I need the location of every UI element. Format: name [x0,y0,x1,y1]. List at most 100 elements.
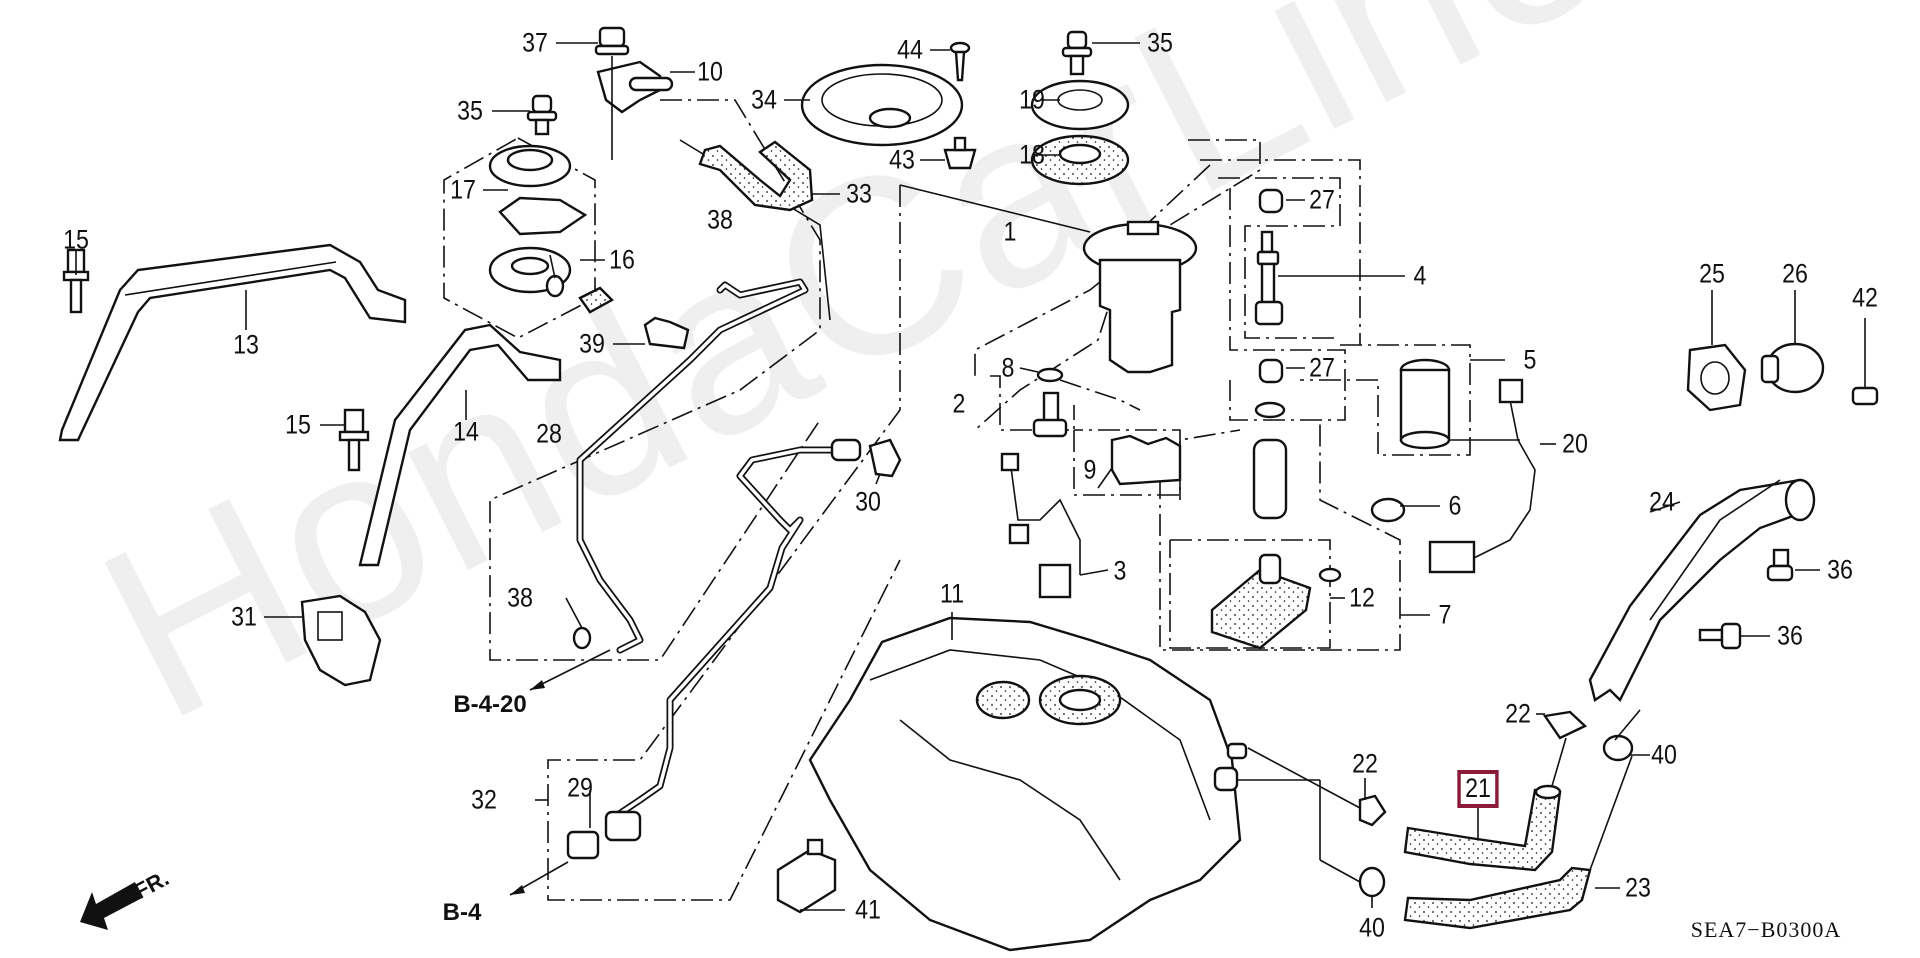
callout-5[interactable]: 5 [1523,344,1537,375]
callout-26[interactable]: 26 [1782,258,1808,289]
part-27-grommet-upper [1258,188,1284,214]
leader-lines [75,42,1866,911]
part-28-hose [576,278,809,654]
group-outline-4-27 [1200,159,1361,421]
part-fuel-pump [1252,401,1288,520]
callout-34[interactable]: 34 [751,84,777,115]
callout-21-highlighted[interactable]: 21 [1457,770,1499,808]
part-21-hose [1403,784,1562,872]
callout-8[interactable]: 8 [1001,352,1015,383]
group-outline-1 [974,139,1261,431]
part-11-fuel-tank [808,616,1248,952]
callout-2[interactable]: 2 [952,388,966,419]
callout-29[interactable]: 29 [567,772,593,803]
callout-39[interactable]: 39 [579,328,605,359]
callout-40-lower[interactable]: 40 [1359,912,1385,943]
callout-9[interactable]: 9 [1083,454,1097,485]
part-30-connector [868,438,902,478]
part-18-gasket [1030,134,1130,186]
part-24-filler-pipe [1588,478,1816,703]
part-38-clamp-upper [545,274,565,298]
part-37-nut [594,26,630,56]
callout-35-right[interactable]: 35 [1147,27,1173,58]
callout-16[interactable]: 16 [609,244,635,275]
part-35-bolt-left [526,94,558,136]
part-13-tank-strap [58,243,407,442]
callout-33[interactable]: 33 [846,178,872,209]
part-44-screw [949,41,971,82]
callout-4[interactable]: 4 [1413,260,1427,291]
part-26-fuel-cap [1760,342,1825,394]
callout-38-lower[interactable]: 38 [507,582,533,613]
callout-1[interactable]: 1 [1003,216,1017,247]
callout-22-upper[interactable]: 22 [1505,698,1531,729]
callout-3[interactable]: 3 [1113,555,1127,586]
callout-24[interactable]: 24 [1649,486,1675,517]
callout-41[interactable]: 41 [855,894,881,925]
callout-15-upper[interactable]: 15 [63,224,89,255]
callout-27-upper[interactable]: 27 [1309,184,1335,215]
callout-36-lower[interactable]: 36 [1777,620,1803,651]
part-14-tank-strap [358,323,562,567]
group-outline-17 [443,137,596,339]
part-5-fuel-filter [1399,358,1451,450]
callout-7[interactable]: 7 [1438,599,1452,630]
callout-22-lower[interactable]: 22 [1352,748,1378,779]
part-40-clip-lower [1358,866,1386,898]
part-35-bolt-right [1061,30,1093,76]
part-17-retainer-set [488,144,588,294]
part-31-canister-valve [300,594,382,687]
part-38-clamp-lower [572,626,592,650]
callout-32[interactable]: 32 [471,784,497,815]
callout-27-lower[interactable]: 27 [1309,352,1335,383]
callout-31[interactable]: 31 [231,601,257,632]
part-2-bolt [1032,391,1068,438]
callout-25[interactable]: 25 [1699,258,1725,289]
callout-13[interactable]: 13 [233,329,259,360]
part-36-bolt-lower [1698,622,1742,650]
part-8-washer [1036,367,1064,383]
callout-18[interactable]: 18 [1019,139,1045,170]
callout-19[interactable]: 19 [1019,84,1045,115]
reference-b-4[interactable]: B-4 [442,899,482,926]
part-22-clamp-lower [1358,794,1387,827]
part-22-clamp-upper [1542,710,1588,740]
callout-15-lower[interactable]: 15 [285,409,311,440]
callout-35-left[interactable]: 35 [457,95,483,126]
callout-20[interactable]: 20 [1562,428,1588,459]
part-6-clip [1370,497,1406,523]
part-12-strainer [1210,553,1342,650]
part-34-cover-plate [800,63,964,147]
callout-11[interactable]: 11 [939,578,965,609]
reference-b-4-20[interactable]: B-4-20 [453,691,527,718]
callout-40-upper[interactable]: 40 [1651,739,1677,770]
part-3-sender [1000,452,1081,599]
part-41-relay [776,838,837,914]
callout-43[interactable]: 43 [889,144,915,175]
callout-14[interactable]: 14 [453,416,479,447]
callout-42[interactable]: 42 [1852,282,1878,313]
part-39-clip [643,316,690,350]
part-32-fuel-line [604,438,862,842]
callout-17[interactable]: 17 [450,174,476,205]
callout-23[interactable]: 23 [1625,872,1651,903]
callout-6[interactable]: 6 [1448,490,1462,521]
part-23-hose [1403,866,1592,930]
group-outline-2-8-9 [990,375,1181,496]
part-40-clip-upper [1602,734,1634,762]
part-29-connector [566,830,600,860]
callout-37[interactable]: 37 [522,27,548,58]
callout-12[interactable]: 12 [1349,582,1375,613]
callout-44[interactable]: 44 [897,34,923,65]
callout-10[interactable]: 10 [697,56,723,87]
callout-36-upper[interactable]: 36 [1827,554,1853,585]
part-42-connector [1851,386,1879,406]
part-25-filler-base [1686,343,1747,412]
part-27-grommet-lower [1258,358,1284,384]
part-43-clip [943,136,977,170]
callout-28[interactable]: 28 [536,418,562,449]
callout-30[interactable]: 30 [855,486,881,517]
diagram-code: SEA7−B0300A [1690,917,1842,942]
callout-38-upper[interactable]: 38 [707,204,733,235]
